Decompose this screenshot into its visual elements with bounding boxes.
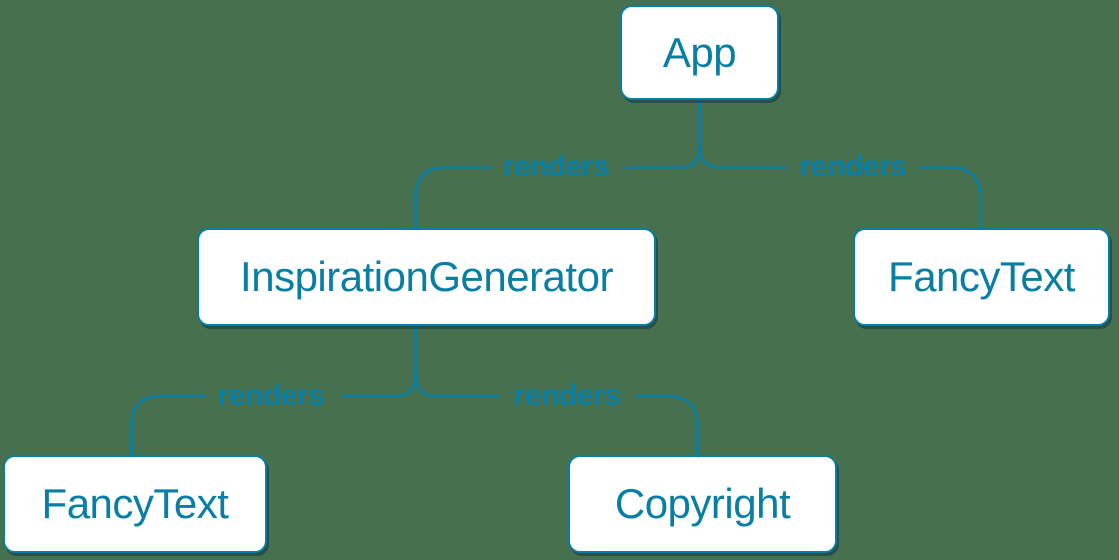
edge-app-inspirationgenerator-line-a <box>624 145 701 169</box>
edge-inspirationgenerator-copyright-line-b <box>634 394 699 457</box>
edge-inspirationgenerator-fancytext-line-b <box>130 394 206 457</box>
edge-inspirationgenerator-fancytext-line-a <box>340 373 417 398</box>
node-inspiration-generator: InspirationGenerator <box>197 228 656 326</box>
edge-label-inspirationgenerator-fancytext: renders <box>217 379 325 412</box>
node-fancy-text-top: FancyText <box>853 228 1110 326</box>
edge-label-app-fancytext: renders <box>799 150 907 183</box>
node-fancy-text-bottom-label: FancyText <box>41 480 229 527</box>
node-fancy-text-bottom: FancyText <box>3 455 267 553</box>
node-app: App <box>620 5 779 100</box>
edge-inspirationgenerator-copyright-line-a <box>414 373 501 398</box>
edge-app-fancytext-line-b <box>919 166 982 230</box>
node-copyright: Copyright <box>568 455 837 553</box>
edge-label-inspirationgenerator-copyright: renders <box>513 379 621 412</box>
edge-app-fancytext-line-a <box>698 145 788 169</box>
node-fancy-text-top-label: FancyText <box>888 253 1075 300</box>
node-app-label: App <box>662 28 737 76</box>
node-inspiration-generator-label: InspirationGenerator <box>240 253 613 300</box>
edge-app-inspirationgenerator-line-b <box>414 166 493 230</box>
edge-label-app-inspirationgenerator: renders <box>502 150 610 183</box>
node-copyright-label: Copyright <box>614 480 791 527</box>
